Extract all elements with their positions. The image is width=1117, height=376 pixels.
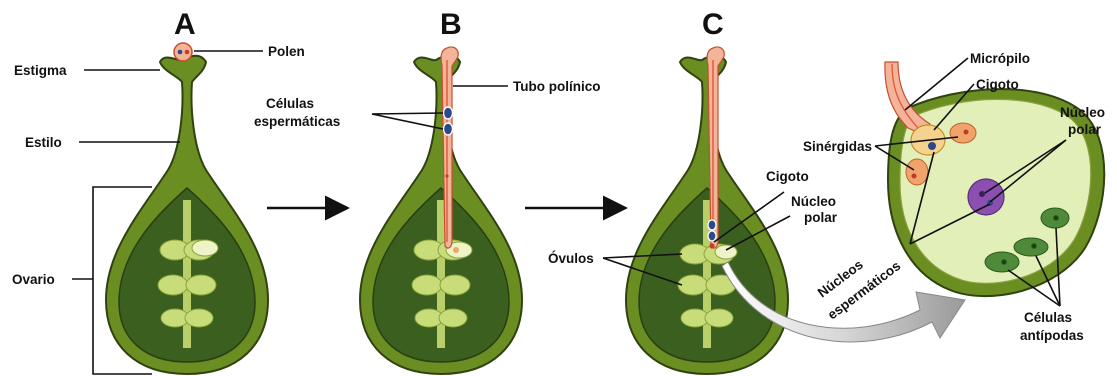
ovule-zoom xyxy=(885,62,1104,296)
embryo-sac-a xyxy=(192,240,218,256)
label-ovulos: Óvulos xyxy=(548,251,594,266)
label-nucleo-polar-c-2: polar xyxy=(804,210,838,225)
label-celulas-espermaticas-2: espermáticas xyxy=(254,114,340,129)
label-tubo-polinico: Tubo polínico xyxy=(513,79,600,94)
label-nucleo-polar-c-1: Núcleo xyxy=(791,194,836,209)
label-nucleo-polar-zoom-1: Núcleo xyxy=(1060,105,1105,120)
label-estigma: Estigma xyxy=(14,63,67,78)
pistil-c xyxy=(626,47,788,374)
label-ovario: Ovario xyxy=(12,272,55,287)
pollen-grain-a xyxy=(174,43,192,61)
label-nucleo-polar-zoom-2: polar xyxy=(1068,122,1102,137)
label-celulas-antipodas-2: antípodas xyxy=(1020,328,1084,343)
panel-label-c: C xyxy=(702,8,724,41)
label-cigoto-zoom: Cigoto xyxy=(976,77,1019,92)
label-estilo: Estilo xyxy=(25,135,62,150)
label-cigoto-c: Cigoto xyxy=(766,169,809,184)
pistil-b xyxy=(360,47,522,374)
pistil-a xyxy=(106,43,268,374)
label-celulas-espermaticas-1: Células xyxy=(266,96,314,111)
panel-label-a: A xyxy=(174,8,196,41)
panel-label-b: B xyxy=(440,8,462,41)
label-micropilo: Micrópilo xyxy=(970,51,1030,66)
label-sinergidas: Sinérgidas xyxy=(803,139,872,154)
label-celulas-antipodas-1: Células xyxy=(1024,310,1072,325)
label-polen: Polen xyxy=(268,44,305,59)
micropyle-tube xyxy=(885,62,930,136)
